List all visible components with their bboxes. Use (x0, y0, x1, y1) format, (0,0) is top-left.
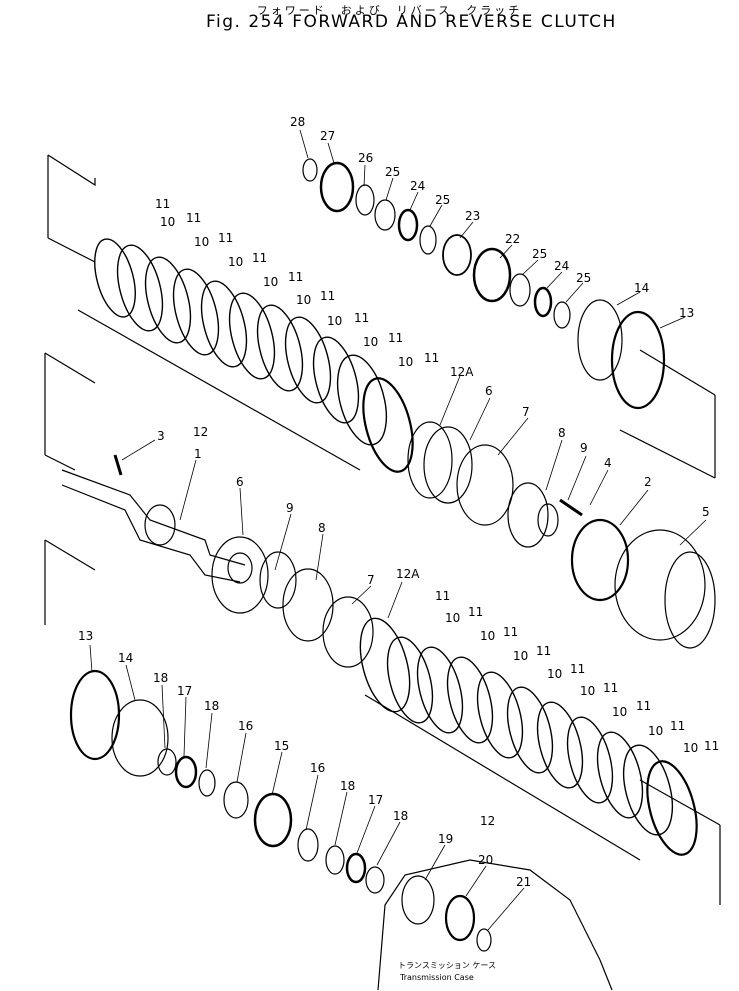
part-label: 11 (155, 197, 170, 211)
part-label: 20 (478, 853, 493, 867)
part-label: 10 (612, 705, 627, 719)
part-label: 12A (450, 365, 474, 379)
part-label: 11 (218, 231, 233, 245)
part-label: 25 (576, 271, 591, 285)
part-label: 10 (194, 235, 209, 249)
part-label: 17 (368, 793, 383, 807)
part-label: 10 (398, 355, 413, 369)
upper-gear-group (302, 158, 666, 410)
part-label: 25 (385, 165, 400, 179)
part-label: 10 (580, 684, 595, 698)
part-label: 9 (580, 441, 588, 455)
part-label: 7 (367, 573, 375, 587)
figure-title: Fig. 254 FORWARD AND REVERSE CLUTCH (206, 12, 617, 32)
part-label: 10 (445, 611, 460, 625)
lower-gear-group (69, 669, 613, 991)
part-labels: 28 27 26 25 24 25 23 22 25 24 25 14 13 1… (78, 115, 719, 982)
part-label: 11 (570, 662, 585, 676)
part-label: 10 (513, 649, 528, 663)
part-label: 14 (118, 651, 133, 665)
title-japanese: フォワード および リバース クラッチ (256, 4, 523, 17)
part-label: 9 (286, 501, 294, 515)
part-label: 11 (468, 605, 483, 619)
part-label: 21 (516, 875, 531, 889)
part-label: 19 (438, 832, 453, 846)
part-label: 25 (435, 193, 450, 207)
part-label: 13 (78, 629, 93, 643)
lower-clutch-pack (359, 617, 698, 856)
part-label: 16 (238, 719, 253, 733)
part-label: 5 (702, 505, 710, 519)
part-label: 11 (603, 681, 618, 695)
part-label: 3 (157, 429, 165, 443)
part-label: 22 (505, 232, 520, 246)
part-label: 11 (424, 351, 439, 365)
part-label: 18 (153, 671, 168, 685)
part-label: 10 (296, 293, 311, 307)
part-label: 27 (320, 129, 335, 143)
part-label: 10 (263, 275, 278, 289)
part-label: 24 (410, 179, 425, 193)
part-label: 11 (435, 589, 450, 603)
part-label: 25 (532, 247, 547, 261)
part-label: 10 (547, 667, 562, 681)
part-label: 11 (252, 251, 267, 265)
main-shaft (61, 454, 253, 584)
part-label: 13 (679, 306, 694, 320)
part-label: 7 (522, 405, 530, 419)
part-label: 14 (634, 281, 649, 295)
part-label: 11 (704, 739, 719, 753)
part-label: 18 (393, 809, 408, 823)
part-label: 4 (604, 456, 612, 470)
middle-rings (211, 421, 716, 668)
part-label: 10 (327, 314, 342, 328)
leader-lines (89, 129, 707, 931)
part-label: 11 (186, 211, 201, 225)
part-label: 17 (177, 684, 192, 698)
part-label: 10 (648, 724, 663, 738)
part-label: 8 (318, 521, 326, 535)
part-label: 23 (465, 209, 480, 223)
part-label: 15 (274, 739, 289, 753)
part-label: 2 (644, 475, 652, 489)
part-label: 11 (388, 331, 403, 345)
part-label: 11 (288, 270, 303, 284)
part-label: 18 (340, 779, 355, 793)
part-label: 11 (670, 719, 685, 733)
part-label: 11 (320, 289, 335, 303)
part-label: 10 (480, 629, 495, 643)
part-label: 10 (160, 215, 175, 229)
part-label: 11 (354, 311, 369, 325)
part-label: 11 (503, 625, 518, 639)
frame-line-top (47, 154, 96, 187)
part-label: 10 (363, 335, 378, 349)
upper-clutch-pack (94, 238, 414, 473)
case-label-japanese: トランスミッション ケース (398, 961, 496, 970)
part-label: 10 (228, 255, 243, 269)
part-label: 1 (194, 447, 202, 461)
part-label: 6 (236, 475, 244, 489)
part-label: 16 (310, 761, 325, 775)
part-label: 8 (558, 426, 566, 440)
part-label: 11 (636, 699, 651, 713)
case-label-english: Transmission Case (399, 973, 474, 982)
part-label: 11 (536, 644, 551, 658)
part-label: 24 (554, 259, 569, 273)
part-label: 6 (485, 384, 493, 398)
part-label: 10 (683, 741, 698, 755)
part-label: 12 (193, 425, 208, 439)
part-label: 12A (396, 567, 420, 581)
part-label: 12 (480, 814, 495, 828)
part-label: 26 (358, 151, 373, 165)
part-label: 28 (290, 115, 305, 129)
part-label: 18 (204, 699, 219, 713)
